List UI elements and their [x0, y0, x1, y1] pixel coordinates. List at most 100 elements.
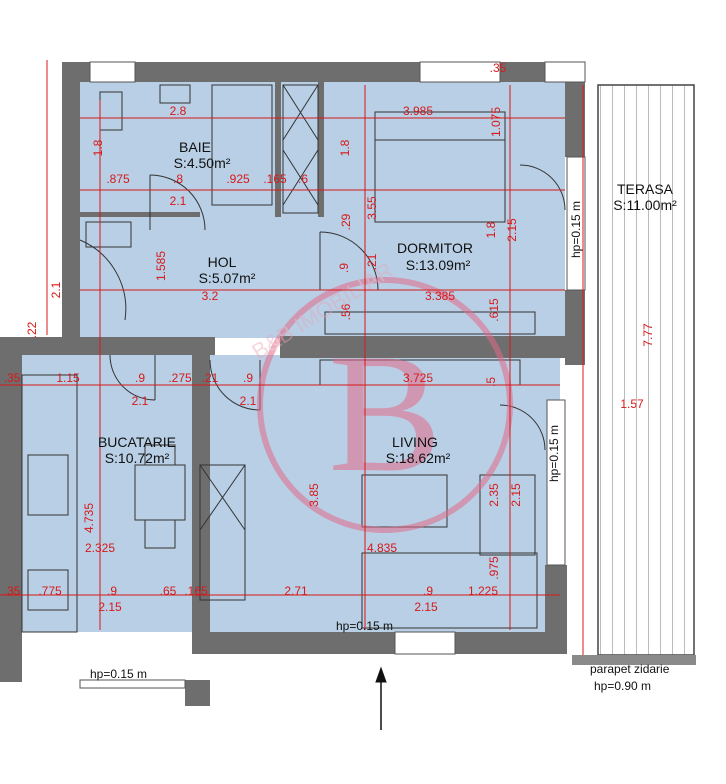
dimension-label: 2.8: [170, 104, 187, 118]
watermark-letter-b: B: [328, 319, 441, 507]
window-dormitor-door: [566, 156, 586, 291]
wall-bottom: [192, 632, 567, 654]
dimension-label: .975: [487, 556, 501, 580]
dimension-label: 3.725: [403, 371, 433, 385]
terrace: [572, 84, 696, 665]
dimension-label: 1.075: [489, 107, 503, 137]
dimension-label: 2.15: [505, 218, 519, 242]
room-area-baie: S:4.50m²: [174, 155, 231, 171]
dimension-label: .56: [339, 303, 353, 320]
dimension-label: .35: [490, 61, 507, 75]
toilet: [159, 84, 191, 104]
notes: hp=0.15 m hp=0.15 m hp=0.15 m hp=0.15 m …: [90, 201, 670, 693]
wall-right-mid: [565, 290, 585, 365]
bed: [374, 111, 506, 223]
wall-left-upper: [62, 62, 80, 337]
dimension-label: 3.385: [425, 289, 455, 303]
room-area-dormitor: S:13.09m²: [406, 257, 471, 273]
wall-hol-dormitor: [318, 82, 324, 217]
door-living: [209, 359, 261, 411]
room-name-baie: BAIE: [179, 139, 211, 155]
dimension-label: .5: [484, 377, 498, 387]
dimension-label: 2.325: [85, 541, 115, 555]
dimension-label: .35: [4, 584, 21, 598]
dimension-label: 1.8: [91, 139, 105, 156]
dimension-lines: [0, 60, 584, 655]
dimension-label: .275: [168, 371, 192, 385]
window-living-door: [546, 399, 566, 566]
dimension-label: 2.1: [132, 394, 149, 408]
dimension-label: .165: [184, 584, 208, 598]
dimension-label: 2.15: [414, 600, 438, 614]
note-hp-living: hp=0.15 m: [547, 425, 561, 482]
note-hp-bucatarie: hp=0.15 m: [90, 667, 147, 681]
dimension-label: 1.15: [56, 371, 80, 385]
dimension-label: .29: [339, 213, 353, 230]
room-name-terasa: TERASA: [617, 181, 674, 197]
tv-unit-dormitor: [324, 311, 536, 335]
dimension-label: 2.1: [170, 194, 187, 208]
dimension-label: .9: [337, 263, 351, 273]
room-name-living: LIVING: [392, 434, 438, 450]
dimension-label: 3.2: [202, 289, 219, 303]
dimension-label: .8: [173, 172, 183, 186]
wall-baie-right: [275, 82, 281, 217]
wall-left-lower: [0, 337, 22, 679]
dimension-label: .165: [263, 172, 287, 186]
kitchen-counter: [21, 374, 78, 633]
windows: [79, 61, 586, 689]
terrace-parapet: [572, 655, 696, 665]
room-labels: BAIE S:4.50m² HOL S:5.07m² DORMITOR S:13…: [98, 139, 677, 466]
dimension-label: 3.85: [307, 483, 321, 507]
wardrobe-hol: [282, 84, 319, 214]
sink: [27, 454, 69, 516]
living-storage-x2: [199, 464, 246, 531]
dimension-label: .35: [4, 371, 21, 385]
entrance-arrow: [375, 666, 387, 730]
note-hp-dormitor: hp=0.15 m: [569, 201, 583, 258]
dimension-label: 2.15: [509, 483, 523, 507]
wardrobe-x4: [282, 149, 319, 206]
room-area-bucatarie: S:10.72m²: [105, 450, 170, 466]
dimension-label: .925: [226, 172, 250, 186]
wall-kitchen-living: [192, 337, 210, 637]
dimension-label: .9: [107, 584, 117, 598]
dimension-label: 4.835: [367, 541, 397, 555]
room-name-hol: HOL: [208, 254, 237, 270]
dimension-label: .21: [365, 253, 379, 270]
window-bottom-living: [394, 631, 456, 655]
wall-divider-bucatarie-hol: [0, 337, 215, 355]
window-top-2: [419, 61, 501, 83]
dimension-label: .615: [487, 298, 501, 322]
dimension-label: 2.71: [284, 584, 308, 598]
room-name-dormitor: DORMITOR: [397, 240, 473, 256]
living-storage: [199, 464, 246, 601]
bucatarie-fill: [22, 355, 194, 632]
door-bucatarie: [109, 354, 156, 401]
dimension-label: 1.225: [468, 584, 498, 598]
wall-baie-hol: [80, 212, 200, 217]
dimension-label: 2.15: [98, 600, 122, 614]
wall-column: [185, 680, 210, 706]
chair-2: [144, 519, 176, 549]
room-fills: [22, 82, 565, 632]
note-parapet: parapet zidarie: [590, 662, 670, 676]
living-fill: [210, 355, 560, 632]
chair-1: [144, 444, 176, 466]
sofa-arm: [479, 474, 536, 556]
window-top-1: [89, 61, 136, 83]
dimension-label: .9: [423, 584, 433, 598]
door-baie: [149, 174, 206, 231]
dimension-label: 1.8: [484, 221, 498, 238]
stove: [27, 569, 69, 611]
door-terasa-dormitor: [519, 164, 566, 211]
dimension-label: 7.77: [641, 323, 655, 347]
hol-fill: [80, 214, 320, 338]
note-parapet-hp: hp=0.90 m: [594, 679, 651, 693]
dimension-label: 2.1: [49, 281, 63, 298]
room-area-terasa: S:11.00m²: [613, 197, 677, 213]
note-hp-sud: hp=0.15 m: [336, 619, 393, 633]
window-bucatarie-bottom: [79, 679, 186, 689]
room-name-bucatarie: BUCATARIE: [98, 434, 176, 450]
